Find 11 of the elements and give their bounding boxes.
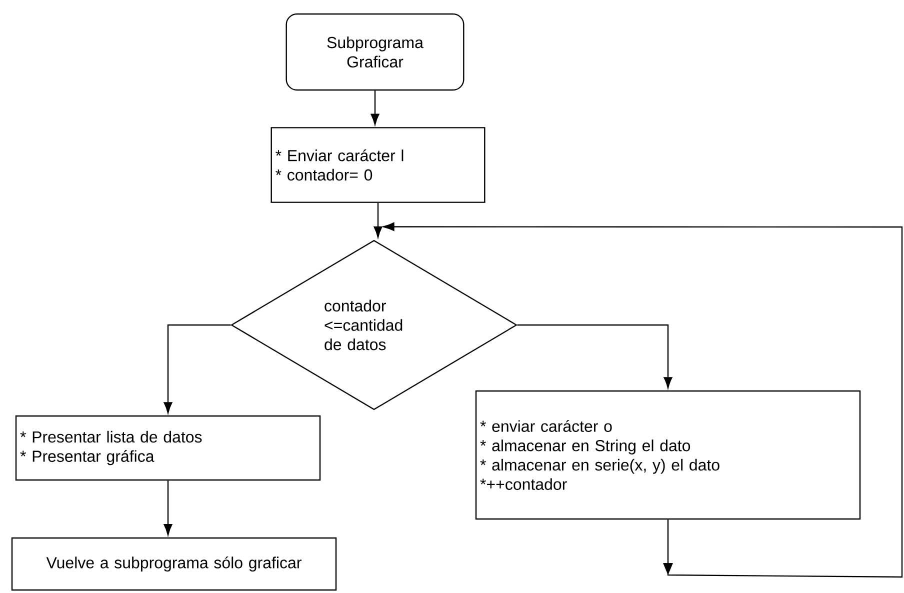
- arrow: [517, 324, 672, 388]
- arrow: [164, 480, 172, 536]
- process-box: * Enviar carácter l * contador= 0: [270, 127, 486, 203]
- start-box: Subprograma Graficar: [286, 13, 464, 91]
- process-box: * Presentar lista de datos * Presentar gráfica: [15, 415, 321, 481]
- arrow: [383, 222, 903, 578]
- process-box: Vuelve a subprograma sólo graficar: [11, 537, 337, 591]
- process-box: * enviar carácter o * almacenar en String el dato * almacenar en serie(x, y) el dato *++contador: [475, 390, 861, 520]
- arrow: [164, 324, 231, 414]
- arrow: [374, 202, 382, 238]
- arrow: [370, 90, 380, 126]
